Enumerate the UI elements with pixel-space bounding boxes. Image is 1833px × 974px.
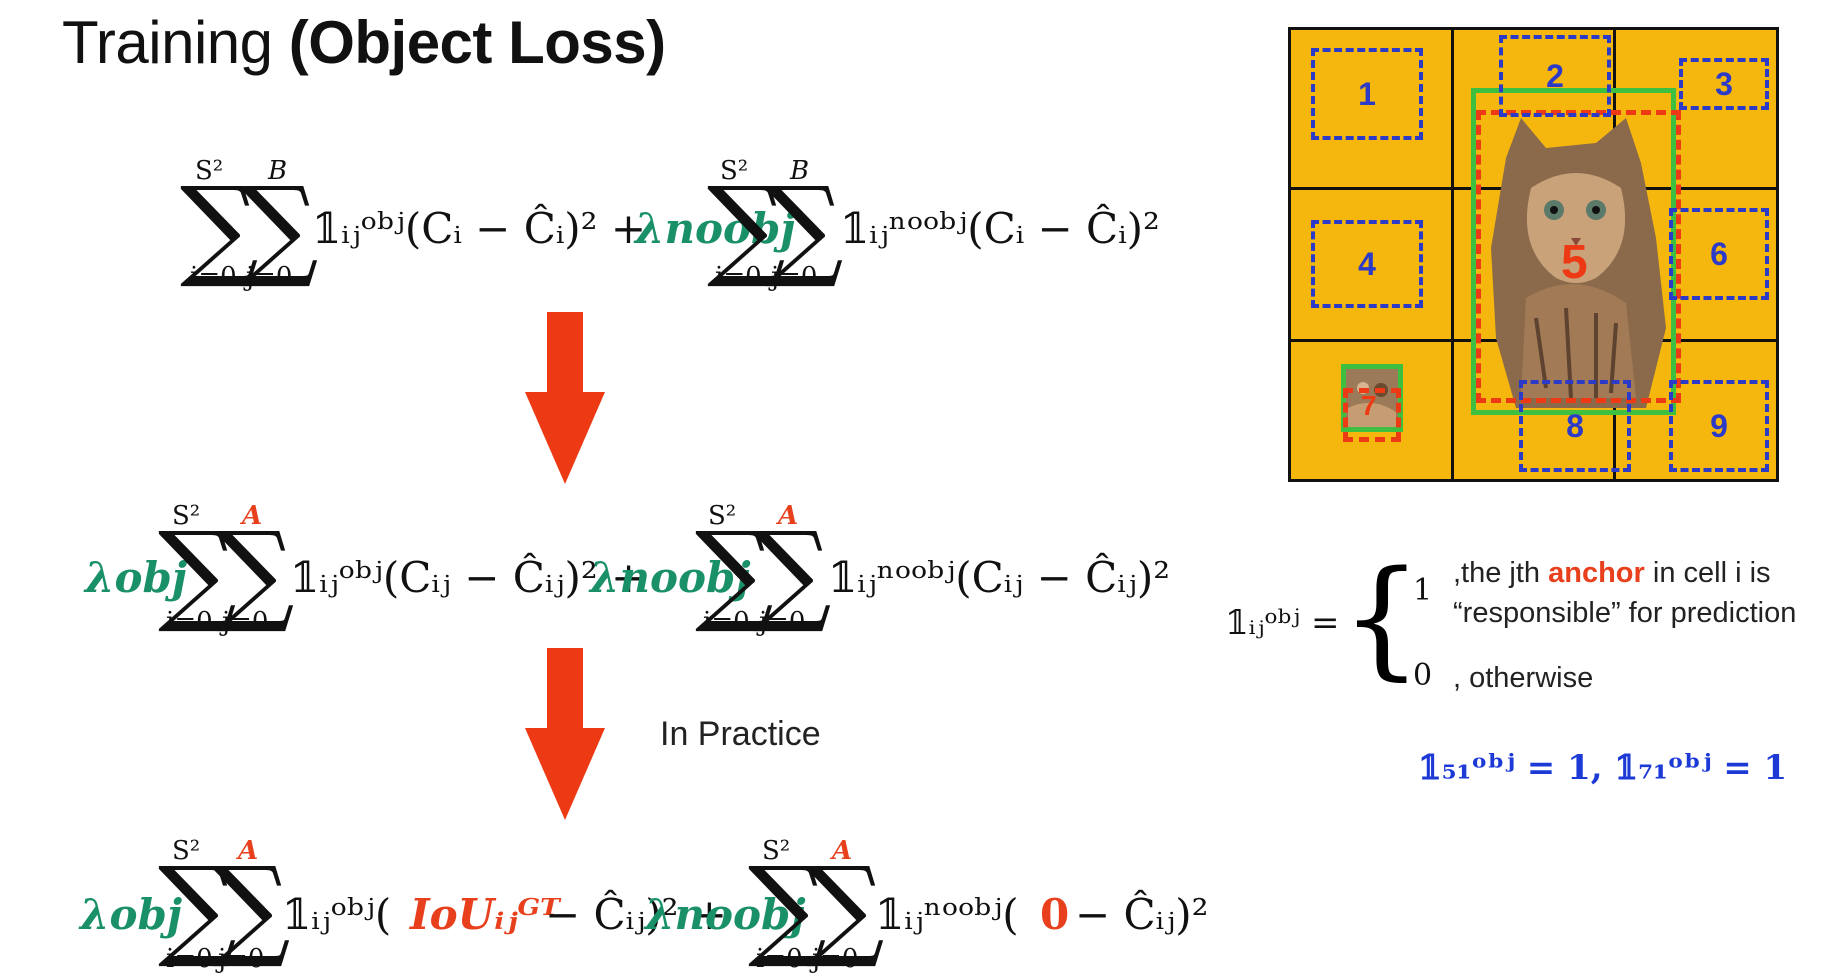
eq1-sum2-symbol: ∑ xyxy=(240,163,319,291)
eq1-sum3-symbol: ∑ xyxy=(707,163,786,291)
eq2-term1: 𝟙ᵢⱼᵒᵇʲ(Cᵢⱼ − Ĉᵢⱼ)² + xyxy=(290,553,647,602)
eq1-sum1-upper: S² xyxy=(195,156,224,186)
equation-1: S² ∑ i=0 B ∑ j=0 𝟙ᵢⱼᵒᵇʲ(Cᵢ − Ĉᵢ)² + λnoo… xyxy=(180,150,1160,300)
anchor-box-4: 4 xyxy=(1311,220,1423,308)
eq3-sum1-upper: S² xyxy=(172,836,201,866)
case0-value: 0 xyxy=(1413,658,1433,693)
case1-value: 1 xyxy=(1413,573,1433,608)
eq1-sum4-lower: j=0 xyxy=(771,262,818,292)
eq1-lambda-noobj: λnoobj xyxy=(635,204,796,253)
eq2-lambda-noobj: λnoobj xyxy=(590,553,751,602)
slide-title: Training (Object Loss) xyxy=(62,8,666,77)
eq2-sum4-lower: j=0 xyxy=(759,607,806,637)
eq1-sum3-lower: i=0 xyxy=(715,262,762,292)
anchor-label-7: 7 xyxy=(1361,390,1377,421)
eq2-sum3-lower: i=0 xyxy=(703,607,750,637)
eq2-sum1-upper: S² xyxy=(172,501,201,531)
eq3-sum4-upper: A xyxy=(832,836,853,866)
eq3-lambda-noobj: λnoobj xyxy=(645,890,806,939)
eq1-sum2-upper: B xyxy=(268,156,288,186)
eq2-sum1-symbol: ∑ xyxy=(158,508,237,636)
eq1-term1: 𝟙ᵢⱼᵒᵇʲ(Cᵢ − Ĉᵢ)² + xyxy=(312,204,647,253)
eq3-sum4-lower: j=0 xyxy=(812,944,859,974)
case1-line2: “responsible” for prediction xyxy=(1453,597,1797,629)
eq1-sum2-lower: j=0 xyxy=(246,262,293,292)
eq2-sum2-symbol: ∑ xyxy=(216,508,295,636)
eq2-lambda-obj: λobj xyxy=(85,553,188,602)
eq3-sum4-symbol: ∑ xyxy=(806,843,885,971)
case0-text: , otherwise xyxy=(1453,662,1594,694)
arrow-down-icon xyxy=(525,648,605,820)
eq3-sum3-upper: S² xyxy=(762,836,791,866)
eq1-sum4-symbol: ∑ xyxy=(765,163,844,291)
eq3-sum2-upper: A xyxy=(238,836,259,866)
anchor-box-9: 9 xyxy=(1669,380,1769,472)
left-brace: { xyxy=(1341,544,1423,693)
indicator-definition: 𝟙ᵢⱼᵒᵇʲ = { 1 ,the jth anchor in cell i i… xyxy=(1225,555,1825,705)
anchor-box-1: 1 xyxy=(1311,48,1423,140)
eq3-term2-rest: − Ĉᵢⱼ)² xyxy=(1075,890,1209,939)
anchor-grid: 1 2 3 4 5 6 7 8 9 xyxy=(1288,27,1779,482)
eq2-sum3-symbol: ∑ xyxy=(695,508,774,636)
cat-image xyxy=(1491,118,1666,408)
eq3-indicator1: 𝟙ᵢⱼᵒᵇʲ( xyxy=(282,890,392,939)
eq1-term2: 𝟙ᵢⱼⁿᵒᵒᵇʲ(Cᵢ − Ĉᵢ)² xyxy=(840,204,1160,253)
in-practice-label: In Practice xyxy=(660,715,821,753)
eq3-iou: IoUᵢⱼᴳᵀ xyxy=(410,890,560,939)
anchor-box-3: 3 xyxy=(1679,58,1769,110)
eq2-term2: 𝟙ᵢⱼⁿᵒᵒᵇʲ(Cᵢⱼ − Ĉᵢⱼ)² xyxy=(828,553,1171,602)
eq3-sum2-symbol: ∑ xyxy=(212,843,291,971)
eq1-sum4-upper: B xyxy=(790,156,810,186)
indicator-example: 𝟙₅₁ᵒᵇʲ = 1, 𝟙₇₁ᵒᵇʲ = 1 xyxy=(1418,748,1788,788)
eq3-term1-rest: − Ĉᵢⱼ)² + xyxy=(545,890,727,939)
eq3-sum1-symbol: ∑ xyxy=(158,843,237,971)
arrow-down-icon xyxy=(525,312,605,484)
anchor-label-5: 5 xyxy=(1561,236,1588,289)
title-bold: (Object Loss) xyxy=(288,9,666,76)
eq2-sum4-upper: A xyxy=(778,501,799,531)
eq3-indicator2: 𝟙ᵢⱼⁿᵒᵒᵇʲ( xyxy=(875,890,1019,939)
eq3-sum2-lower: j=0 xyxy=(218,944,265,974)
equation-2: λobj S² ∑ i=0 A ∑ j=0 𝟙ᵢⱼᵒᵇʲ(Cᵢⱼ − Ĉᵢⱼ)²… xyxy=(80,495,1170,645)
eq3-sum1-lower: i=0 xyxy=(166,944,213,974)
anchor-box-8: 8 xyxy=(1519,380,1631,472)
eq3-sum3-lower: i=0 xyxy=(756,944,803,974)
eq2-sum4-symbol: ∑ xyxy=(753,508,832,636)
responsible-anchor-box-5 xyxy=(1476,110,1681,403)
case1-line1: ,the jth anchor in cell i is xyxy=(1453,557,1771,589)
equation-3: λobj S² ∑ i=0 A ∑ j=0 𝟙ᵢⱼᵒᵇʲ( IoUᵢⱼᴳᵀ − … xyxy=(80,832,1208,974)
title-plain: Training xyxy=(62,9,289,76)
anchor-box-6: 6 xyxy=(1669,208,1769,300)
eq1-sum1-lower: i=0 xyxy=(190,262,237,292)
eq1-sum1-symbol: ∑ xyxy=(180,163,259,291)
anchor-box-2: 2 xyxy=(1499,35,1611,117)
eq3-sum3-symbol: ∑ xyxy=(748,843,827,971)
eq2-sum2-upper: A xyxy=(242,501,263,531)
definition-lhs: 𝟙ᵢⱼᵒᵇʲ = xyxy=(1225,603,1340,643)
ground-truth-box-5 xyxy=(1471,88,1676,415)
eq2-sum1-lower: i=0 xyxy=(166,607,213,637)
eq2-sum2-lower: j=0 xyxy=(222,607,269,637)
eq3-zero: 0 xyxy=(1040,890,1070,939)
eq1-sum3-upper: S² xyxy=(720,156,749,186)
eq3-lambda-obj: λobj xyxy=(80,890,183,939)
eq2-sum3-upper: S² xyxy=(708,501,737,531)
responsible-anchor-box-7 xyxy=(1343,388,1401,442)
